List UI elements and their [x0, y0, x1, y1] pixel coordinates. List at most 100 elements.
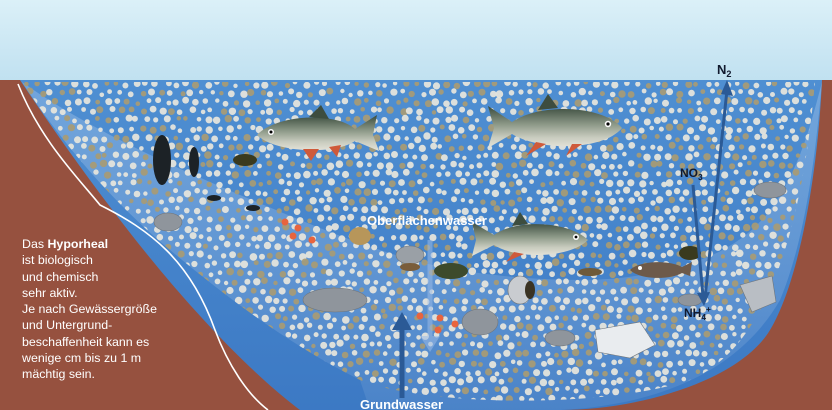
pebble — [371, 244, 377, 250]
pebble — [716, 119, 721, 124]
pebble — [641, 252, 646, 257]
pebble — [290, 161, 295, 166]
pebble — [753, 99, 759, 105]
pebble — [364, 261, 369, 266]
pebble — [160, 125, 167, 132]
pebble — [469, 235, 474, 240]
pebble — [575, 280, 579, 284]
pebble — [531, 305, 537, 311]
pebble — [581, 100, 588, 107]
pebble — [548, 380, 554, 386]
pebble — [293, 100, 300, 107]
pebble — [472, 387, 478, 393]
pebble — [712, 170, 717, 175]
pebble — [225, 188, 231, 194]
pebble — [541, 216, 546, 221]
pebble — [612, 388, 619, 395]
pebble — [458, 162, 464, 168]
pebble — [348, 323, 354, 329]
pebble — [590, 233, 595, 238]
pebble — [416, 351, 422, 357]
pebble — [786, 145, 792, 151]
pebble — [131, 179, 137, 185]
pebble — [422, 172, 428, 178]
pebble — [708, 359, 715, 366]
pebble — [295, 241, 302, 248]
pebble — [561, 189, 568, 196]
pebble — [174, 152, 179, 157]
pebble — [463, 117, 470, 124]
pebble — [498, 268, 503, 273]
pebble — [403, 98, 408, 103]
pebble — [591, 252, 597, 258]
pebble — [655, 134, 660, 139]
pebble — [386, 162, 394, 170]
pebble — [359, 287, 364, 292]
pebble — [443, 331, 449, 337]
pebble — [581, 163, 587, 169]
pebble — [483, 135, 490, 142]
pebble — [393, 190, 399, 196]
pebble — [606, 190, 612, 196]
pebble — [465, 172, 470, 177]
pebble — [430, 127, 435, 132]
pebble — [477, 162, 483, 168]
pebble — [532, 151, 538, 157]
pebble — [680, 289, 686, 295]
pebble — [364, 171, 370, 177]
pebble — [499, 306, 505, 312]
pebble — [635, 81, 640, 86]
pebble — [770, 107, 776, 113]
pebble — [721, 333, 728, 340]
pebble — [270, 307, 276, 313]
pebble — [773, 243, 779, 249]
pebble — [614, 297, 619, 302]
pebble — [572, 367, 580, 375]
pebble — [674, 245, 678, 249]
pebble — [90, 162, 97, 169]
pebble — [352, 281, 357, 286]
pebble — [307, 323, 312, 328]
pebble — [475, 191, 479, 195]
pebble — [251, 236, 257, 242]
pebble — [60, 109, 66, 115]
desc-line: und Untergrund- — [22, 317, 252, 333]
pebble — [469, 199, 474, 204]
pebble — [624, 118, 629, 123]
pebble — [645, 207, 649, 211]
pebble — [534, 207, 539, 212]
pebble — [698, 144, 704, 150]
pebble — [225, 135, 230, 140]
pebble — [442, 190, 447, 195]
pebble — [109, 128, 114, 133]
pebble — [531, 169, 539, 177]
pebble — [319, 89, 326, 96]
pebble — [673, 277, 680, 284]
pebble — [215, 98, 219, 102]
pebble — [495, 372, 500, 377]
pebble — [392, 369, 398, 375]
pebble — [227, 125, 234, 132]
pebble — [110, 180, 116, 186]
pebble — [194, 135, 200, 141]
pebble — [416, 305, 423, 312]
pebble — [601, 363, 606, 368]
pebble — [777, 118, 782, 123]
pebble — [760, 199, 767, 206]
pebble — [574, 260, 580, 266]
pebble — [606, 242, 613, 249]
pebble — [610, 289, 616, 295]
pebble — [243, 100, 250, 107]
pebble — [288, 251, 295, 258]
pebble — [310, 272, 315, 277]
pebble — [525, 98, 532, 105]
pebble — [296, 152, 300, 156]
pebble — [369, 286, 376, 293]
pebble — [132, 173, 137, 178]
pebble — [194, 208, 200, 214]
pebble — [406, 368, 411, 373]
stone — [303, 288, 367, 312]
pebble — [606, 145, 613, 152]
pebble — [608, 233, 613, 238]
pebble — [238, 198, 245, 205]
